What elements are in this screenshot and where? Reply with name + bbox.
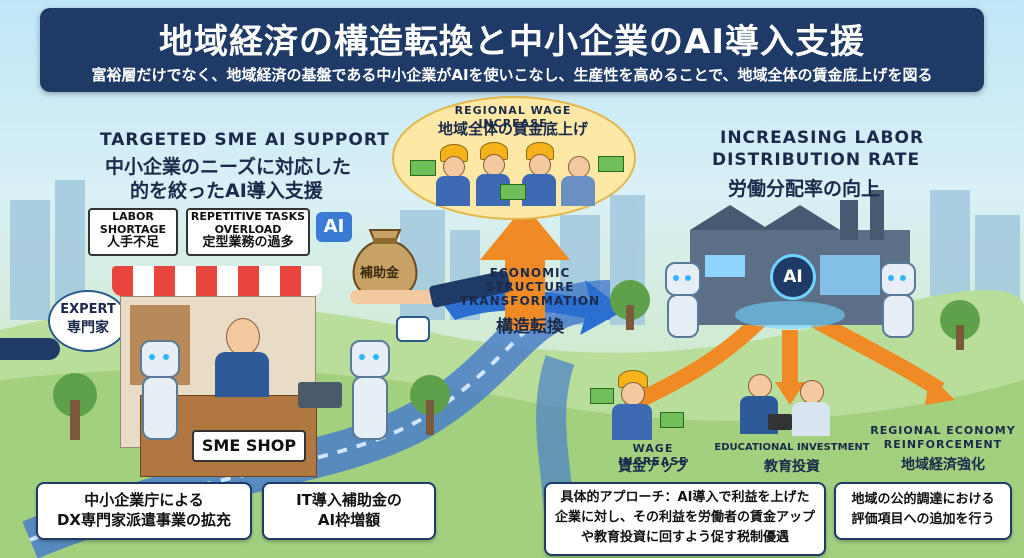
labor-shortage-en-2: SHORTAGE <box>99 223 167 236</box>
info-box-dx-expert-line2: DX専門家派遣事業の拡充 <box>56 511 232 529</box>
worker-body <box>436 176 470 206</box>
info-box-it-subsidy: IT導入補助金の AI枠増額 <box>262 482 436 540</box>
info-box-tax-incentive-line1: 具体的アプローチ：AI導入で利益を上げた <box>560 490 810 505</box>
transform-en-1: ECONOMIC <box>489 266 571 280</box>
robot-left-1 <box>140 340 180 378</box>
robot-left-2 <box>350 340 390 378</box>
student-head <box>748 374 772 398</box>
cash-icon-2 <box>500 184 526 200</box>
wage-increase-jp: 賃金アップ <box>618 459 688 475</box>
labor-shortage-jp: 人手不足 <box>106 235 159 250</box>
worker-head-3 <box>529 154 551 176</box>
info-box-procurement: 地域の公的調達における 評価項目への追加を行う <box>834 482 1012 540</box>
worker-head-4 <box>568 156 590 178</box>
robot-left-1-body <box>142 376 178 440</box>
page-title: 地域経済の構造転換と中小企業のAI導入支援 <box>159 22 865 62</box>
robot-right-1 <box>665 262 701 296</box>
subsidy-hand-icon <box>350 290 440 304</box>
shop-owner-head <box>226 318 260 356</box>
expert-jp: 専門家 <box>67 320 109 336</box>
cash-icon-right <box>590 388 614 404</box>
subsidy-bag-icon <box>352 229 418 296</box>
edu-investment-jp: 教育投資 <box>764 459 820 475</box>
worker-body-4 <box>561 176 595 206</box>
worker-right-head <box>621 382 645 406</box>
robot-right-2-body <box>882 294 914 338</box>
info-box-dx-expert-line1: 中小企業庁による <box>84 491 204 509</box>
student-head-2 <box>800 380 824 404</box>
worker-body-3 <box>522 174 556 206</box>
cash-icon <box>410 160 436 176</box>
info-box-tax-incentive-line2: 企業に対し、その利益を労働者の賃金アップ <box>554 510 815 525</box>
info-box-it-subsidy-line2: AI枠増額 <box>317 511 381 529</box>
robot-right-1-body <box>667 294 699 338</box>
laptop-icon <box>298 382 342 408</box>
factory-ai-badge: AI <box>770 254 816 300</box>
info-box-it-subsidy-line1: IT導入補助金の <box>296 491 402 509</box>
worker-head-2 <box>483 154 505 176</box>
cash-icon-right-2 <box>660 412 684 428</box>
info-box-dx-expert: 中小企業庁による DX専門家派遣事業の拡充 <box>36 482 252 540</box>
cash-icon-3 <box>598 156 624 172</box>
info-box-procurement-line2: 評価項目への追加を行う <box>851 512 995 527</box>
expert-hand-icon <box>0 338 60 360</box>
wage-oval-en: REGIONAL WAGE INCREASE <box>454 104 572 130</box>
reinforcement-jp: 地域経済強化 <box>901 457 985 473</box>
left-heading-en: TARGETED SME AI SUPPORT <box>100 130 390 150</box>
edu-investment-en: EDUCATIONAL INVESTMENT <box>714 442 870 453</box>
expert-bubble: EXPERT 専門家 <box>48 290 128 352</box>
right-heading-en-1: INCREASING LABOR <box>720 128 925 148</box>
left-heading-jp-1: 中小企業のニーズに対応した <box>105 156 352 178</box>
shop-sign: SME SHOP <box>192 430 306 462</box>
right-heading-en-2: DISTRIBUTION RATE <box>712 150 921 170</box>
reinforcement-en-2: REINFORCEMENT <box>883 438 1003 451</box>
expert-en: EXPERT <box>60 302 116 317</box>
labor-shortage-sign: LABOR SHORTAGE 人手不足 <box>88 208 178 256</box>
labor-shortage-en-1: LABOR <box>112 210 154 223</box>
wage-increase-en: WAGE INCREASE <box>618 442 688 468</box>
shop-awning <box>112 266 322 296</box>
shop-owner-body <box>215 352 269 397</box>
ai-badge: AI <box>316 212 352 242</box>
repetitive-tasks-sign: REPETITIVE TASKS OVERLOAD 定型業務の過多 <box>186 208 310 256</box>
repetitive-tasks-jp: 定型業務の過多 <box>202 235 294 250</box>
chat-bubble-icon <box>396 316 430 342</box>
left-heading-jp-2: 的を絞ったAI導入支援 <box>130 180 323 202</box>
right-heading-jp: 労働分配率の向上 <box>728 178 881 200</box>
title-bar: 地域経済の構造転換と中小企業のAI導入支援 富裕層だけでなく、地域経済の基盤であ… <box>40 8 984 92</box>
page-subtitle: 富裕層だけでなく、地域経済の基盤である中小企業がAIを使いこなし、生産性を高める… <box>91 66 933 84</box>
reinforcement-en-1: REGIONAL ECONOMY <box>870 424 1016 437</box>
wage-oval-jp: 地域全体の賃金底上げ <box>437 120 588 138</box>
repetitive-tasks-en-2: OVERLOAD <box>214 223 282 236</box>
transform-jp: 構造転換 <box>496 317 564 337</box>
tablet-icon <box>768 414 792 430</box>
transform-en-2: STRUCTURE <box>485 280 575 294</box>
robot-left-2-body <box>352 376 388 440</box>
info-box-procurement-line1: 地域の公的調達における <box>851 492 995 507</box>
info-box-tax-incentive-line3: や教育投資に回すよう促す税制優遇 <box>580 530 789 545</box>
transform-en-3: TRANSFORMATION <box>459 294 601 308</box>
repetitive-tasks-en-1: REPETITIVE TASKS <box>190 210 306 223</box>
worker-right-body <box>612 404 652 440</box>
robot-right-2 <box>880 262 916 296</box>
worker-head <box>443 156 465 178</box>
student-body-2 <box>792 402 830 436</box>
subsidy-bag-label: 補助金 <box>360 266 400 281</box>
info-box-tax-incentive: 具体的アプローチ：AI導入で利益を上げた 企業に対し、その利益を労働者の賃金アッ… <box>544 482 826 556</box>
